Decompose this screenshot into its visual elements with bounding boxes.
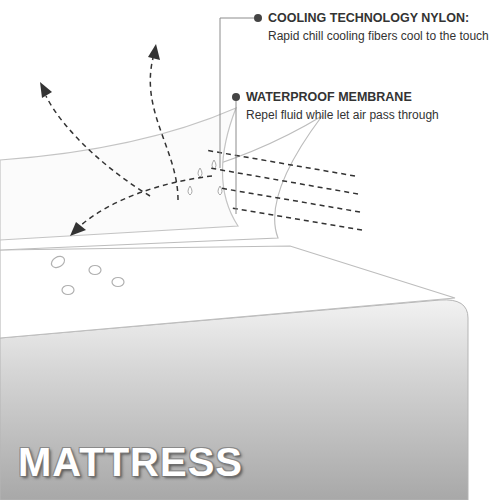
air-flow-lines (205, 150, 362, 230)
mattress-top (0, 246, 455, 338)
mattress-label: MATTRESS (14, 436, 248, 489)
cooling-nylon (0, 108, 238, 240)
callout-heading: WATERPROOF MEMBRANE (246, 89, 412, 105)
callout-heading: COOLING TECHNOLOGY NYLON: (268, 10, 469, 26)
water-droplets (188, 160, 222, 195)
mattress-label-box: MATTRESS (14, 436, 248, 489)
water-droplets (49, 254, 124, 294)
callout-text: Rapid chill cooling fibers cool to the t… (268, 29, 494, 45)
arrow-heads (40, 44, 160, 236)
air-flow-arrows (46, 58, 212, 226)
callout-text: Repel fluid while let air pass through (246, 108, 494, 124)
leader-dots (232, 14, 262, 101)
